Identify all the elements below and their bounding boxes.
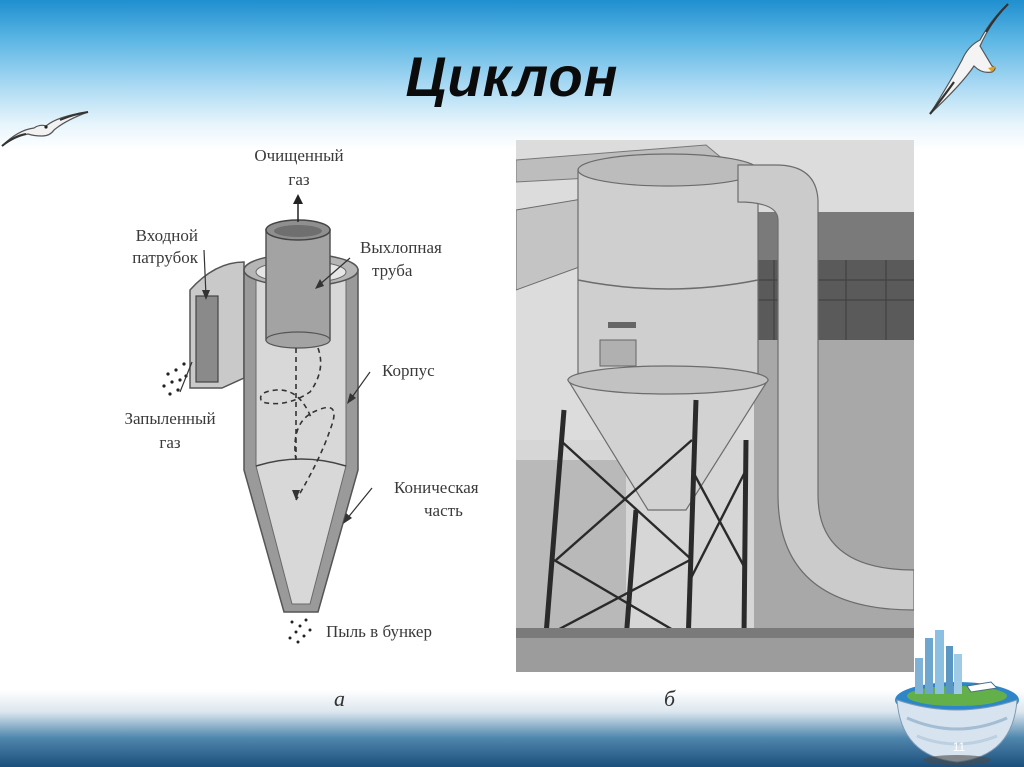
label-dust-out: Пыль в бункер [326, 622, 432, 641]
globe-city-icon [895, 630, 1019, 765]
seagull-left-icon [1, 111, 89, 147]
caption-a: а [334, 686, 345, 711]
label-conical-2: часть [424, 501, 463, 520]
label-inlet-2: патрубок [132, 248, 199, 267]
label-clean-gas-2: газ [288, 170, 310, 189]
cyclone-schematic: Очищенный газ Входной патрубок Выхлопная… [124, 146, 479, 644]
label-body: Корпус [382, 361, 435, 380]
dust-particles [162, 362, 312, 644]
inlet-opening-shape [195, 295, 219, 383]
label-exhaust-1: Выхлопная [360, 238, 442, 257]
slide-title: Циклон [405, 45, 619, 108]
cone-seam-line [255, 458, 347, 467]
gas-flow-dashed-path [294, 348, 335, 501]
label-dusty-gas-1: Запыленный [124, 409, 215, 428]
caption-b: б [664, 686, 676, 711]
slide-number: 11 [952, 740, 966, 754]
label-inlet-1: Входной [136, 226, 198, 245]
label-dusty-gas-2: газ [159, 433, 181, 452]
label-exhaust-2: труба [372, 261, 413, 280]
label-conical-1: Коническая [394, 478, 479, 497]
cyclone-photo [516, 140, 914, 672]
seagull-right-icon [929, 3, 1009, 115]
label-clean-gas-1: Очищенный [254, 146, 343, 165]
